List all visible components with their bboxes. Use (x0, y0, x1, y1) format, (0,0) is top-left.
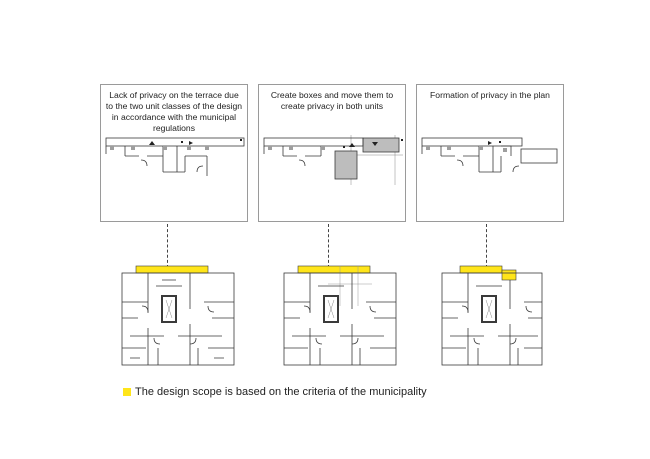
panel-caption: Lack of privacy on the terrace due to th… (105, 90, 243, 133)
panel-terrace-privacy-issue: Lack of privacy on the terrace due to th… (100, 84, 248, 222)
privacy-plan-drawing (421, 137, 558, 173)
terrace-plan-drawing (105, 137, 245, 176)
connector-line (486, 224, 487, 268)
panel-caption: Formation of privacy in the plan (430, 90, 550, 100)
floor-plan-2 (283, 265, 397, 366)
connector-line (167, 224, 168, 268)
legend: The design scope is based on the criteri… (123, 384, 427, 400)
panel-privacy-formation: Formation of privacy in the plan (416, 84, 564, 222)
legend-text: The design scope is based on the criteri… (135, 386, 427, 398)
boxes-plan-drawing (263, 135, 403, 185)
legend-swatch-yellow (123, 388, 131, 396)
floor-plan-1 (121, 265, 235, 366)
panel-create-boxes: Create boxes and move them to create pri… (258, 84, 406, 222)
panel-caption: Create boxes and move them to create pri… (270, 90, 394, 111)
floor-plan-3 (441, 265, 543, 366)
connector-line (328, 224, 329, 268)
